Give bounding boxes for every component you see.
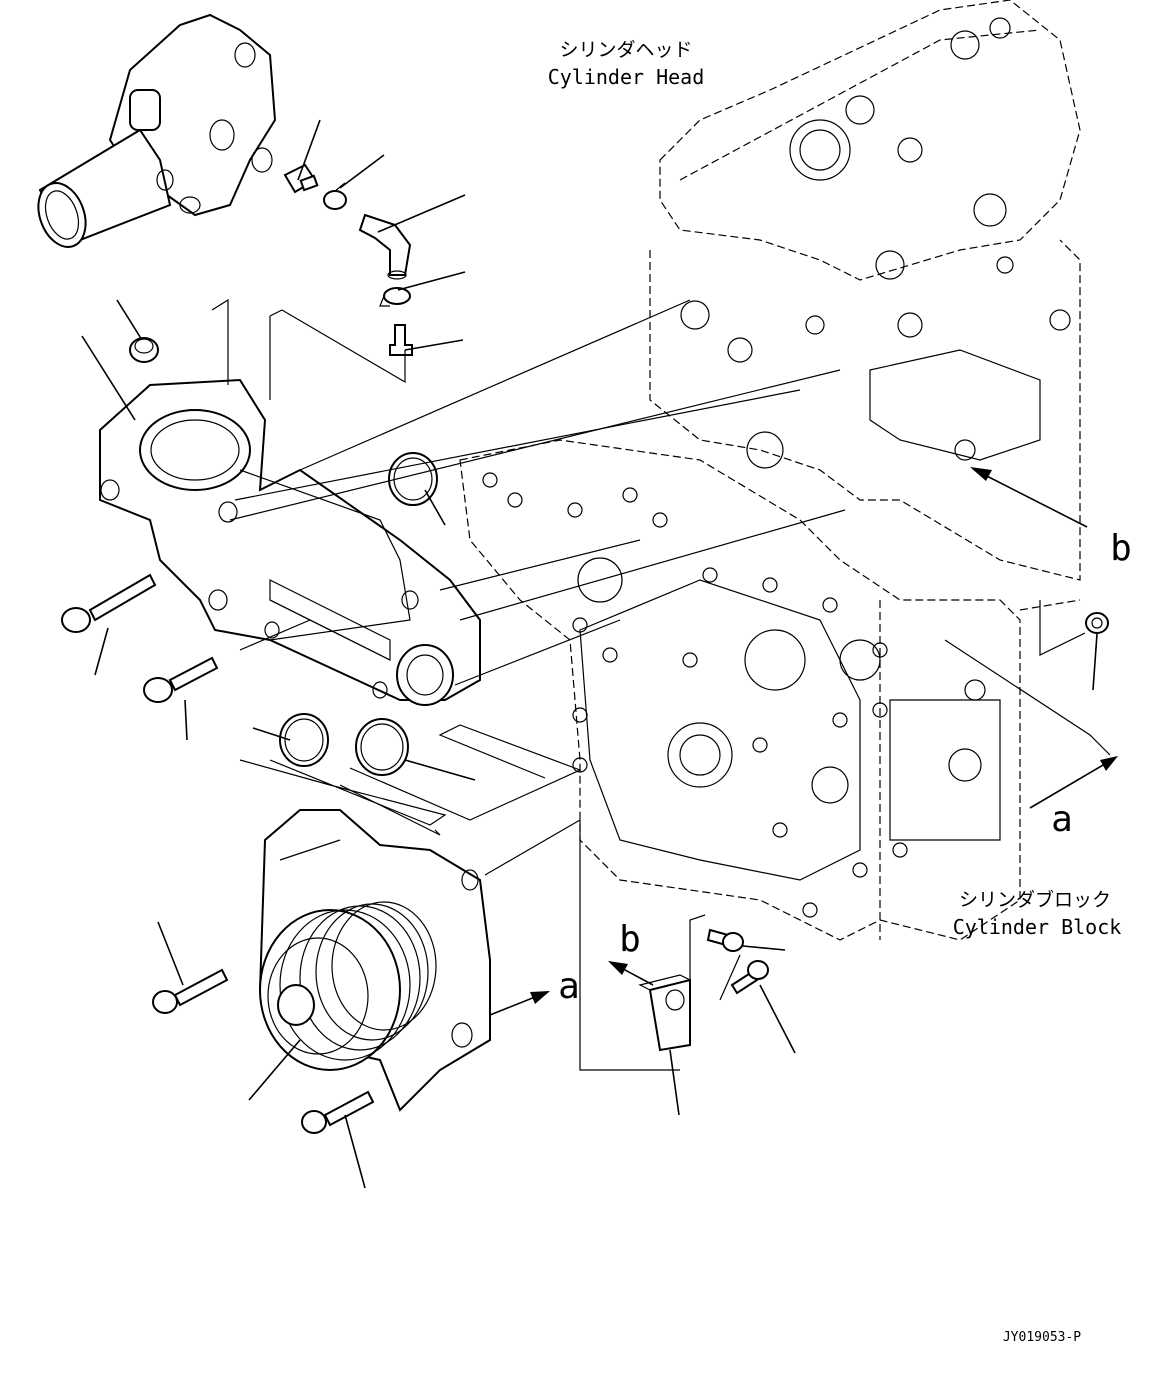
hose-clamp-lower [379,287,411,307]
thermostat-housing [37,13,277,248]
drawing-id: JY019053-P [1003,1330,1081,1345]
water-inlet-housing [99,378,481,706]
bracket [638,974,691,1052]
view-b-label-right: b [1110,528,1132,569]
bypass-hose [358,213,412,280]
flange-bolt-short [143,656,219,703]
nut-right [1085,612,1109,634]
view-arrow-b-right [970,467,1088,528]
pump-bolt-lower [301,1090,375,1134]
bracket-bolt-lower [730,960,769,995]
o-ring-upper [388,452,438,506]
o-ring-left [279,713,329,767]
cylinder-head-label-jp: シリンダヘッド [559,39,692,61]
view-a-label-bottom: a [558,966,580,1007]
view-arrow-a-bottom [489,991,550,1016]
view-a-label-right: a [1051,799,1073,840]
assembly-path-lines [211,298,1111,1071]
engine-assembly-phantom [459,0,1081,941]
leader-lines [81,119,1098,1189]
view-arrow-b-bottom [608,961,654,986]
hose-clamp-upper [323,182,347,210]
bracket-bolt-upper [706,928,744,952]
flange-bolt-long [61,573,157,633]
plug [129,337,159,363]
bleed-nipple [389,324,413,356]
view-b-label-bottom: b [619,919,641,960]
view-arrow-a-right [1029,756,1118,809]
cylinder-block-label-en: Cylinder Block [953,915,1122,939]
water-pump [258,809,491,1112]
o-ring-right [355,718,409,776]
pump-bolt-upper [152,968,229,1014]
cylinder-block-label-jp: シリンダブロック [959,888,1111,911]
cylinder-head-label-en: Cylinder Head [548,65,705,89]
sensor-fitting [283,163,319,194]
